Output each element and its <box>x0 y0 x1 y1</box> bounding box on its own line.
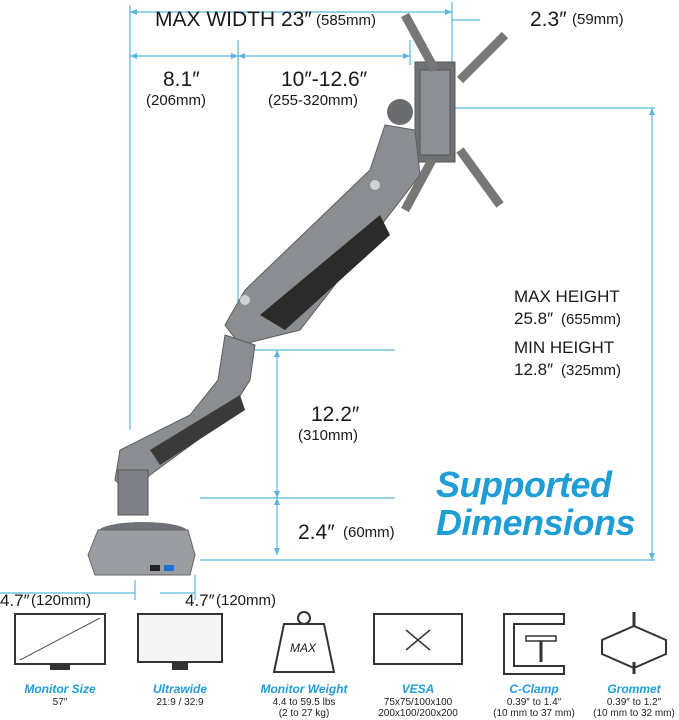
spec-line1: 21:9 / 32:9 <box>156 697 204 708</box>
max-width-label: MAX WIDTH 23″ <box>155 8 312 31</box>
pole-height-label: 12.2″ <box>311 403 360 426</box>
spec-title: Monitor Size <box>24 682 96 696</box>
spec-line2: (10 mm to 37 mm) <box>493 708 575 719</box>
base-width-metric: (120mm) <box>216 592 277 609</box>
grommet-icon <box>601 612 667 674</box>
spec-title: C-Clamp <box>509 682 559 696</box>
tilt-knob <box>387 99 413 125</box>
monitor-diagonal-icon <box>14 613 106 670</box>
base-reach-label: 8.1″ <box>163 68 200 91</box>
vesa-offset-label: 2.3″ <box>530 8 567 31</box>
pole-height-metric: (310mm) <box>298 427 359 444</box>
upper-arm <box>224 124 421 346</box>
spec-line1: 0.39″ to 1.2″ <box>606 697 662 708</box>
min-height-value: 12.8″ <box>514 360 554 379</box>
spec-line1: 75x75/100x100 <box>383 697 453 708</box>
spec-line1: 4.4 to 59.5 lbs <box>272 697 336 708</box>
spec-line2: (10 mm to 32 mm) <box>593 708 675 719</box>
max-height-value: 25.8″ <box>514 309 554 328</box>
spec-line1: 0.39″ to 1.4″ <box>506 697 562 708</box>
c-clamp-icon <box>503 613 565 675</box>
weight-max-label: MAX <box>290 641 317 655</box>
min-height-label: MIN HEIGHT <box>514 338 615 357</box>
base-reach-metric: (206mm) <box>146 92 207 109</box>
spec-title: VESA <box>401 682 435 696</box>
headline-line2: Dimensions <box>436 502 636 543</box>
spec-line2: 200x100/200x200 <box>378 708 458 719</box>
max-height-metric: (655mm) <box>561 311 622 328</box>
spec-line2: (2 to 27 kg) <box>278 708 330 719</box>
spec-title: Ultrawide <box>152 682 207 696</box>
base-height-metric: (60mm) <box>343 524 395 541</box>
headline-line1: Supported <box>436 464 612 505</box>
vesa-offset-metric: (59mm) <box>572 11 624 28</box>
ultrawide-monitor-icon <box>137 613 223 670</box>
max-height-label: MAX HEIGHT <box>514 287 620 306</box>
base-depth-label: 4.7″ <box>0 591 30 610</box>
arm-reach-label: 10″-12.6″ <box>281 68 368 91</box>
base-width-label: 4.7″ <box>185 591 215 610</box>
desk-base <box>87 469 196 576</box>
spec-title: Grommet <box>607 682 661 696</box>
arm-reach-metric: (255-320mm) <box>268 92 359 109</box>
base-height-label: 2.4″ <box>298 521 335 544</box>
vesa-plate <box>401 12 509 213</box>
min-height-metric: (325mm) <box>561 362 622 379</box>
weight-icon <box>272 611 336 673</box>
spec-title: Monitor Weight <box>260 682 348 696</box>
dimension-diagram <box>0 2 655 600</box>
vesa-pattern-icon <box>373 613 463 665</box>
spec-line1: 57″ <box>52 697 68 708</box>
base-depth-metric: (120mm) <box>31 592 92 609</box>
max-width-metric: (585mm) <box>316 12 377 29</box>
